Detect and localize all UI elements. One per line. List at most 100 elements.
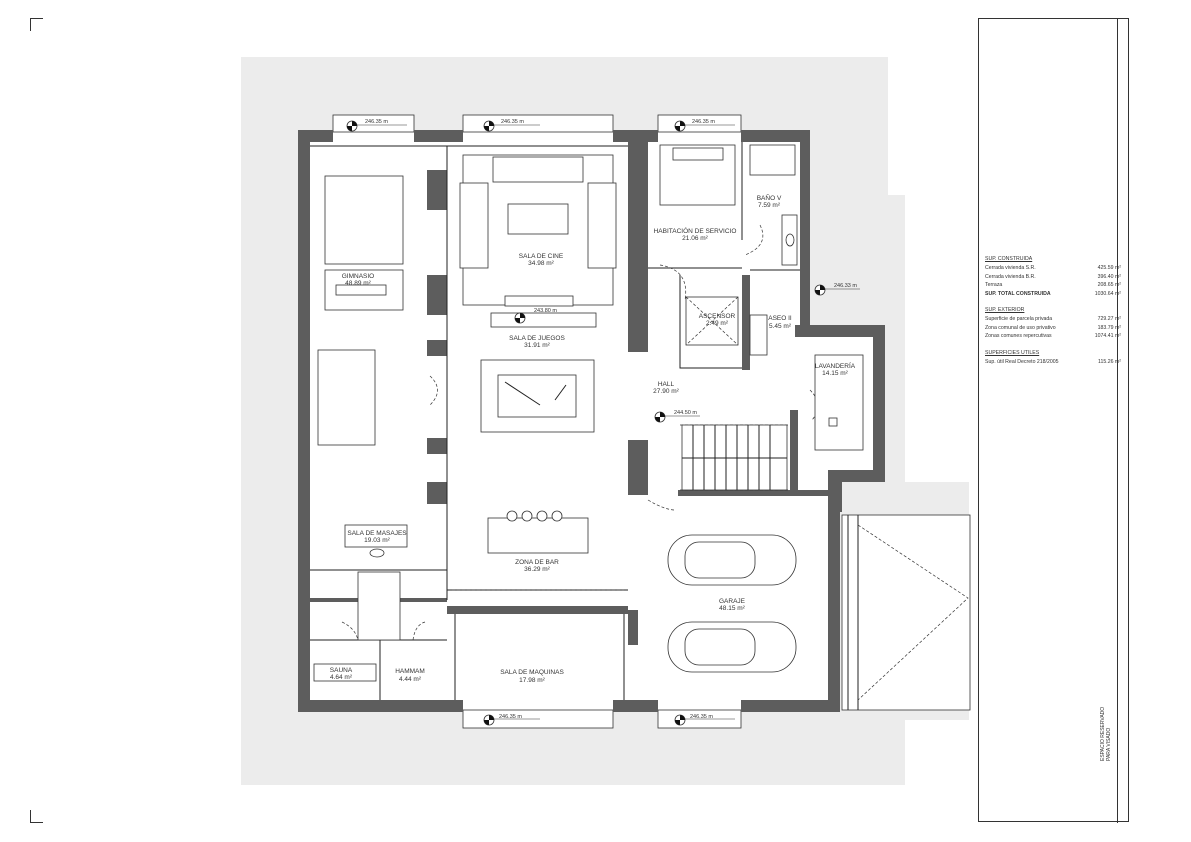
cinema-console bbox=[504, 295, 574, 307]
ramp bbox=[841, 514, 971, 711]
svg-text:246.35 m: 246.35 m bbox=[692, 119, 715, 125]
sauna-bench bbox=[313, 663, 377, 682]
room-aseo-ii: ASEO II5.45 m² bbox=[768, 315, 792, 330]
svg-text:31.91 m²: 31.91 m² bbox=[524, 342, 550, 349]
svg-text:SAUNA: SAUNA bbox=[330, 667, 353, 674]
svg-text:244.50 m: 244.50 m bbox=[674, 410, 697, 416]
gym-weights bbox=[335, 284, 387, 296]
svg-text:SALA DE JUEGOS: SALA DE JUEGOS bbox=[509, 335, 565, 342]
title-block-panel: SUP. CONSTRUIDA Cerrada vivienda S.R.425… bbox=[978, 18, 1129, 823]
svg-text:HALL: HALL bbox=[658, 381, 675, 388]
table-row: Cerrada vivienda B.R.396.40 m² bbox=[985, 273, 1121, 280]
svg-text:4.44 m²: 4.44 m² bbox=[399, 676, 422, 683]
aseo-vanity bbox=[749, 314, 768, 356]
visado-label: ESPACIO RESERVADO PARA VISADO bbox=[1100, 706, 1112, 761]
cinema-sofa-left bbox=[459, 182, 489, 269]
svg-text:246.35 m: 246.35 m bbox=[365, 119, 388, 125]
svg-text:246.35 m: 246.35 m bbox=[690, 714, 713, 720]
furniture bbox=[313, 144, 971, 711]
svg-text:GIMNASIO: GIMNASIO bbox=[342, 273, 375, 280]
svg-text:ZONA DE BAR: ZONA DE BAR bbox=[515, 559, 559, 566]
level-marker-bottom-right: 246.35 m bbox=[674, 714, 735, 726]
svg-text:BAÑO V: BAÑO V bbox=[757, 193, 782, 202]
laundry-room bbox=[814, 354, 864, 451]
massage-sink bbox=[369, 548, 385, 558]
svg-text:HAMMAM: HAMMAM bbox=[395, 668, 425, 675]
svg-text:48.89 m²: 48.89 m² bbox=[345, 280, 371, 287]
bed-pillows bbox=[672, 147, 724, 161]
svg-text:HABITACIÓN DE SERVICIO: HABITACIÓN DE SERVICIO bbox=[654, 226, 737, 235]
cinema-screen bbox=[492, 156, 584, 183]
svg-text:14.15 m²: 14.15 m² bbox=[822, 370, 848, 377]
exterior-walls bbox=[298, 130, 885, 712]
svg-text:7.59 m²: 7.59 m² bbox=[758, 202, 781, 209]
shower-area bbox=[357, 571, 401, 641]
pool-table bbox=[497, 374, 577, 418]
level-marker-juegos: 243.80 m bbox=[514, 308, 557, 324]
staircase bbox=[681, 424, 788, 491]
level-markers: 246.35 m 246.35 m 246.35 m 246.35 m 246.… bbox=[346, 119, 860, 726]
svg-text:19.03 m²: 19.03 m² bbox=[364, 537, 390, 544]
level-marker-top-center: 246.35 m bbox=[483, 119, 540, 132]
svg-text:SALA DE CINE: SALA DE CINE bbox=[519, 253, 564, 260]
gym-rack bbox=[317, 349, 376, 446]
crop-mark-top-left bbox=[30, 18, 43, 31]
level-marker-east: 246.33 m bbox=[814, 283, 860, 296]
visado-divider bbox=[1117, 19, 1118, 823]
level-marker-top-right: 246.35 m bbox=[674, 119, 735, 132]
svg-text:246.33 m: 246.33 m bbox=[834, 283, 857, 289]
pool-cues bbox=[504, 381, 567, 406]
utiles-heading: SUPERFICIES UTILES bbox=[985, 349, 1040, 356]
svg-text:LAVANDERÍA: LAVANDERÍA bbox=[815, 361, 856, 370]
elevator-cross bbox=[685, 296, 739, 346]
svg-text:ASCENSOR: ASCENSOR bbox=[699, 313, 736, 320]
svg-text:48.15 m²: 48.15 m² bbox=[719, 605, 745, 612]
table-row: Cerrada vivienda S.R.425.59 m² bbox=[985, 265, 1121, 271]
bar-counter bbox=[487, 517, 589, 554]
level-marker-hall: 244.50 m bbox=[654, 410, 700, 423]
svg-text:SALA DE MASAJES: SALA DE MASAJES bbox=[347, 530, 407, 537]
svg-text:27.90 m²: 27.90 m² bbox=[653, 388, 679, 395]
level-marker-bottom-center: 246.35 m bbox=[483, 714, 540, 726]
svg-text:246.35 m: 246.35 m bbox=[499, 714, 522, 720]
room-bano-v: BAÑO V7.59 m² bbox=[757, 193, 782, 209]
svg-text:GARAJE: GARAJE bbox=[719, 598, 746, 605]
cinema-table bbox=[507, 203, 569, 235]
games-shelf bbox=[490, 312, 597, 328]
svg-text:246.35 m: 246.35 m bbox=[501, 119, 524, 125]
car-lower bbox=[667, 621, 797, 673]
level-marker-top-left: 246.35 m bbox=[346, 119, 407, 132]
construida-heading: SUP. CONSTRUIDA bbox=[985, 256, 1033, 262]
svg-text:2.49 m²: 2.49 m² bbox=[706, 320, 729, 327]
svg-text:SALA DE MAQUINAS: SALA DE MAQUINAS bbox=[500, 669, 564, 676]
bar-stools bbox=[506, 510, 563, 522]
svg-text:243.80 m: 243.80 m bbox=[534, 308, 557, 314]
svg-text:36.29 m²: 36.29 m² bbox=[524, 566, 550, 573]
svg-text:ASEO II: ASEO II bbox=[768, 315, 792, 322]
svg-text:4.64 m²: 4.64 m² bbox=[330, 674, 353, 681]
surface-table: SUP. CONSTRUIDA Cerrada vivienda S.R.425… bbox=[985, 249, 1121, 366]
massage-table bbox=[344, 524, 408, 548]
svg-text:34.98 m²: 34.98 m² bbox=[528, 260, 554, 267]
exterior-heading: SUP. EXTERIOR bbox=[985, 307, 1025, 313]
svg-text:17.98 m²: 17.98 m² bbox=[519, 677, 545, 684]
car-upper bbox=[667, 534, 797, 586]
